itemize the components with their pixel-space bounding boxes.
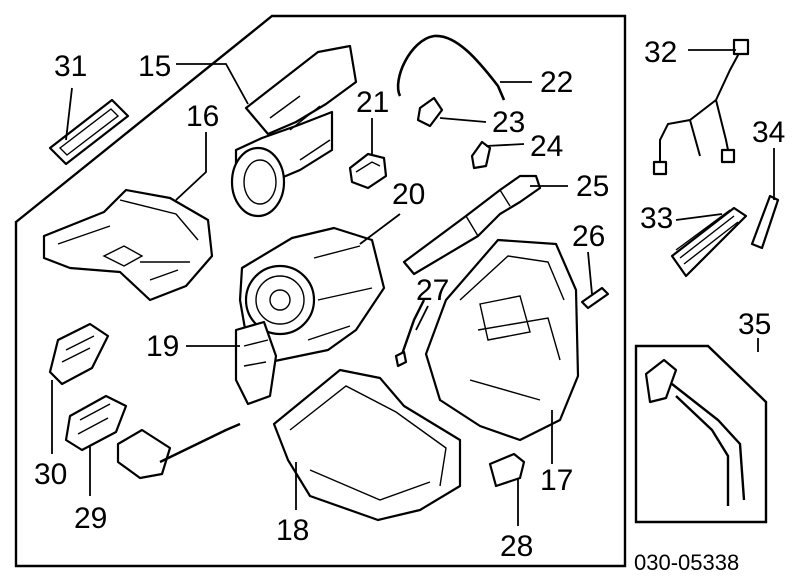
callout-15: 15 (138, 50, 171, 83)
callouts: 31 15 16 21 22 23 24 25 20 26 27 19 17 1… (34, 36, 785, 563)
hose-kit-part (644, 358, 746, 506)
callout-35: 35 (738, 308, 771, 341)
heater-core-part (670, 206, 748, 278)
callout-30: 30 (34, 458, 67, 491)
callout-24: 24 (530, 130, 563, 163)
callout-20: 20 (392, 178, 425, 211)
callout-29: 29 (74, 502, 107, 535)
callout-17: 17 (540, 464, 573, 497)
callout-28: 28 (500, 530, 533, 563)
motor-bracket-part (234, 320, 278, 406)
wiring-harness-part (652, 38, 750, 176)
diagram-part-number: 030-05338 (634, 550, 739, 575)
lower-duct-part (42, 188, 214, 302)
callout-32: 32 (644, 36, 677, 69)
heater-case-part (424, 238, 580, 442)
pipe-part (750, 194, 780, 250)
plug-part (488, 452, 526, 488)
callout-19: 19 (146, 330, 179, 363)
leader-lines (51, 49, 775, 526)
kit-frame-35 (634, 344, 768, 524)
rod-part (394, 299, 426, 368)
callout-26: 26 (572, 220, 605, 253)
lower-case-part (272, 368, 462, 522)
clip-part (470, 140, 492, 170)
bracket-part (416, 96, 444, 128)
drain-hose-part (116, 422, 241, 480)
hose-part (396, 34, 506, 101)
actuator-part (64, 394, 128, 452)
gasket-part (48, 98, 130, 166)
callout-33: 33 (640, 202, 673, 235)
blower-part (238, 226, 386, 364)
tube-part (402, 174, 542, 276)
upper-duct-part (230, 44, 358, 218)
callout-34: 34 (752, 116, 785, 149)
pin-part (580, 286, 610, 310)
callout-23: 23 (492, 106, 525, 139)
callout-27: 27 (416, 274, 449, 307)
callout-25: 25 (576, 170, 609, 203)
callout-18: 18 (276, 514, 309, 547)
assembly-frame (14, 14, 627, 568)
sensor-part (348, 152, 388, 190)
callout-21: 21 (356, 86, 389, 119)
callout-16: 16 (186, 100, 219, 133)
callout-31: 31 (54, 50, 87, 83)
callout-22: 22 (540, 66, 573, 99)
resistor-part (48, 322, 110, 386)
